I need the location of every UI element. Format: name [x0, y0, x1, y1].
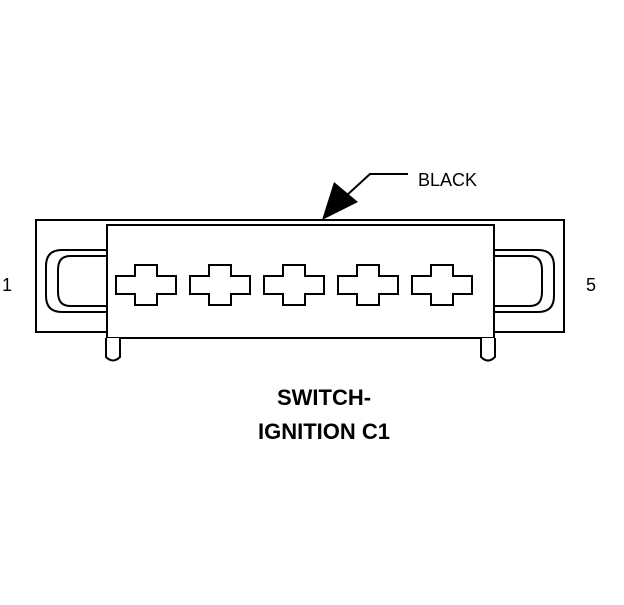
pin-cavity-4: [337, 264, 399, 306]
pin-cavity-5: [411, 264, 473, 306]
left-mounting-post: [105, 338, 121, 362]
right-latch: [494, 249, 555, 313]
connector-title-line-1: SWITCH-: [277, 385, 371, 410]
connector-color-label: BLACK: [418, 170, 477, 190]
pin-cavity-2: [189, 264, 251, 306]
callout-leader-line: [345, 173, 408, 197]
connector-title-line-2: IGNITION C1: [258, 419, 390, 444]
pin-1-label: 1: [2, 275, 12, 295]
color-callout: [322, 173, 408, 220]
pin-cavities: [115, 264, 473, 306]
pin-5-label: 5: [586, 275, 596, 295]
pin-cavity-1: [115, 264, 177, 306]
callout-arrowhead: [322, 182, 358, 220]
pin-cavity-3: [263, 264, 325, 306]
right-mounting-post: [480, 338, 496, 362]
left-latch: [45, 249, 107, 313]
